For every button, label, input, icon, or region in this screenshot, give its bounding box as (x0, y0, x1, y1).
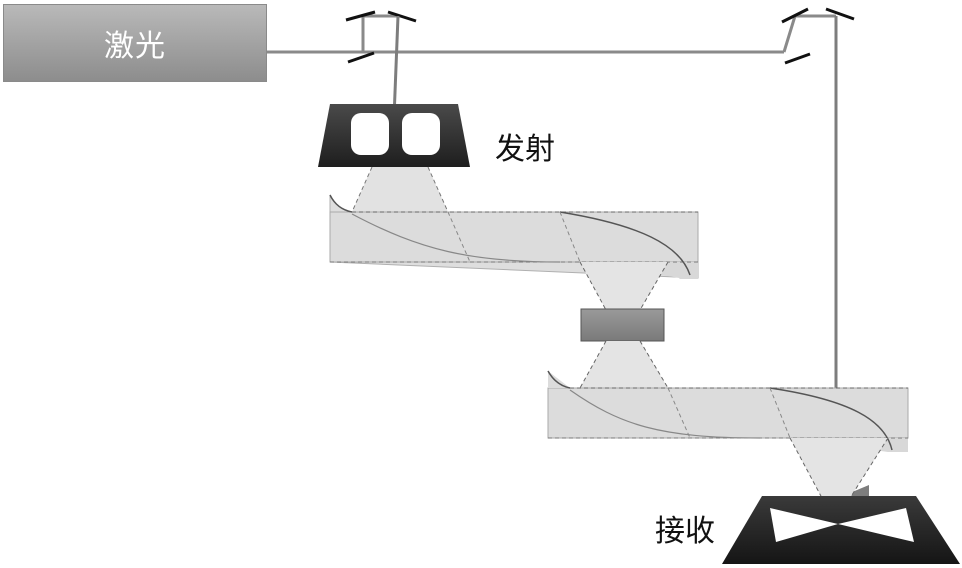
mirror-left (345, 10, 417, 64)
beam-branch-left (361, 14, 400, 52)
focus-cone-lower (579, 340, 669, 389)
sample-block (580, 308, 665, 342)
receiver-cone (789, 437, 889, 499)
upper-waveguide (329, 194, 699, 279)
arrow-to-emitter (391, 15, 428, 135)
receiver-label: 接收 (655, 514, 715, 549)
laser-label: 激光 (104, 29, 166, 64)
laser-beam (267, 14, 836, 54)
emitter-device (318, 104, 470, 167)
receiver-device (722, 496, 960, 564)
mirror-right (781, 7, 855, 65)
beam-branch-right (782, 14, 836, 53)
emitter-label: 发射 (495, 132, 555, 167)
emitter-cone (351, 166, 449, 213)
laser-source: 激光 (3, 4, 267, 82)
focus-cone-upper (579, 261, 669, 311)
